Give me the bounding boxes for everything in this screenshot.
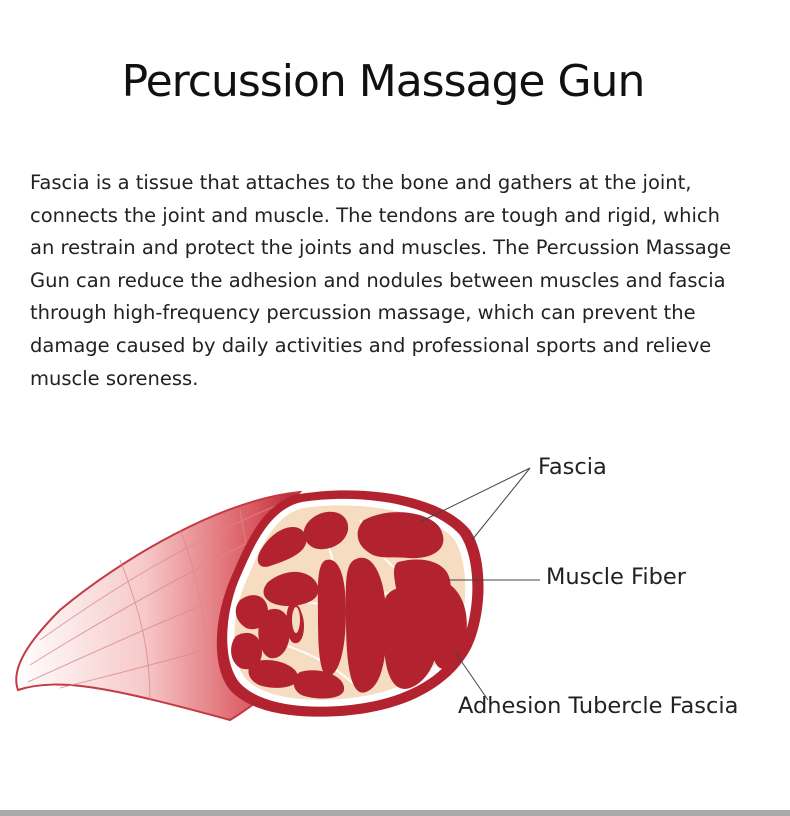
description-paragraph: Fascia is a tissue that attaches to the … (30, 171, 732, 390)
bottom-divider (0, 810, 790, 816)
label-adhesion-tubercle-fascia: Adhesion Tubercle Fascia (458, 693, 739, 719)
leader-lines (419, 467, 540, 701)
label-fascia: Fascia (538, 454, 607, 480)
page-title: Percussion Massage Gun (121, 56, 646, 107)
muscle-fibers (231, 511, 467, 699)
muscle-cross-section-diagram (15, 467, 540, 722)
label-muscle-fiber: Muscle Fiber (546, 564, 686, 590)
